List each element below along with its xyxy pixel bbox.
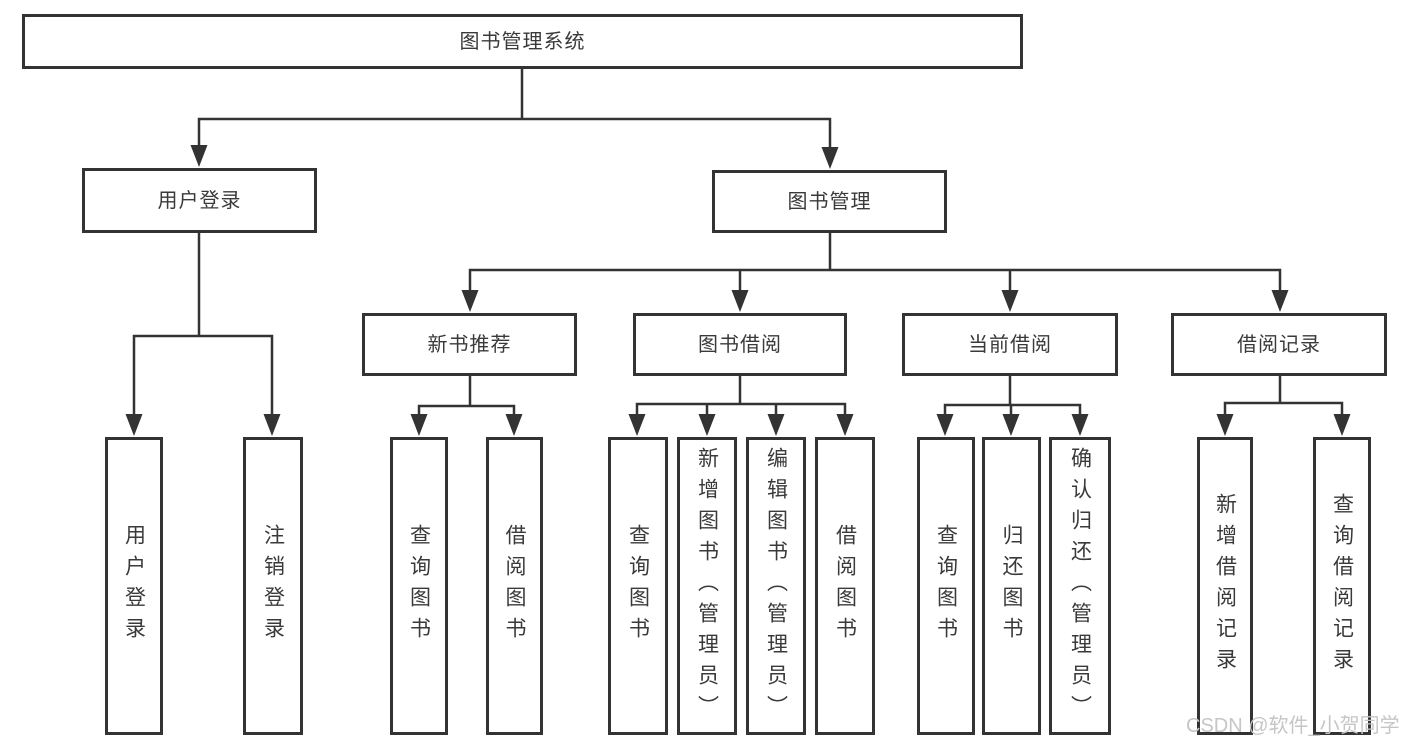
arrow-down-icon: [1001, 290, 1019, 312]
connector-records-to-leaves: [1216, 374, 1351, 436]
leaf-borrow-query-books-label: 查询图书: [626, 524, 650, 648]
leaf-borrow-edit-books-admin: 编辑图书（管理员）: [746, 437, 806, 735]
connector-recommend-to-leaves: [410, 374, 523, 436]
leaf-records-query-record-label: 查询借阅记录: [1330, 493, 1354, 679]
node-user-login-label: 用户登录: [157, 189, 242, 212]
leaf-current-return-books-label: 归还图书: [1000, 524, 1023, 648]
leaf-current-confirm-return-admin: 确认归还（管理员）: [1049, 437, 1111, 735]
leaf-recommend-query-books-label: 查询图书: [407, 524, 431, 648]
node-borrow-records-label: 借阅记录: [1237, 333, 1321, 356]
leaf-current-query-books: 查询图书: [917, 437, 975, 735]
node-user-login: 用户登录: [82, 168, 317, 233]
arrow-down-icon: [936, 414, 954, 436]
arrow-down-icon: [190, 145, 208, 167]
arrow-down-icon: [410, 414, 428, 436]
arrow-down-icon: [628, 414, 646, 436]
node-book-borrow: 图书借阅: [633, 313, 847, 376]
arrow-down-icon: [821, 147, 839, 169]
node-root: 图书管理系统: [22, 14, 1023, 69]
leaf-borrow-borrow-books-label: 借阅图书: [833, 524, 857, 648]
connector-borrow-to-leaves: [628, 374, 854, 436]
leaf-borrow-add-books-admin-label: 新增图书（管理员）: [695, 446, 719, 726]
connector-root-to-level2: [190, 67, 839, 169]
arrow-down-icon: [698, 414, 716, 436]
leaf-records-add-record: 新增借阅记录: [1197, 437, 1253, 735]
leaf-logout: 注销登录: [243, 437, 303, 735]
node-book-borrow-label: 图书借阅: [698, 333, 782, 356]
leaf-records-add-record-label: 新增借阅记录: [1213, 493, 1237, 679]
node-borrow-records: 借阅记录: [1171, 313, 1387, 376]
node-root-label: 图书管理系统: [459, 30, 586, 53]
arrow-down-icon: [1271, 290, 1289, 312]
leaf-current-query-books-label: 查询图书: [934, 524, 958, 648]
node-current-borrow: 当前借阅: [902, 313, 1118, 376]
connector-userlogin-to-leaves: [125, 231, 281, 436]
leaf-current-return-books: 归还图书: [982, 437, 1041, 735]
arrow-down-icon: [1002, 414, 1020, 436]
arrow-down-icon: [1216, 414, 1234, 436]
node-new-book-recommend: 新书推荐: [362, 313, 577, 376]
connector-current-to-leaves: [936, 374, 1089, 436]
leaf-borrow-query-books: 查询图书: [608, 437, 668, 735]
arrow-down-icon: [263, 414, 281, 436]
leaf-recommend-query-books: 查询图书: [390, 437, 448, 735]
leaf-user-login: 用户登录: [105, 437, 163, 735]
arrow-down-icon: [125, 414, 143, 436]
leaf-borrow-add-books-admin: 新增图书（管理员）: [677, 437, 737, 735]
csdn-watermark: CSDN @软件_小贺同学: [1186, 715, 1400, 737]
connector-bookmgmt-to-level3: [461, 231, 1289, 312]
arrow-down-icon: [1333, 414, 1351, 436]
arrow-down-icon: [836, 414, 854, 436]
node-book-management: 图书管理: [712, 170, 947, 233]
arrow-down-icon: [731, 290, 749, 312]
leaf-current-confirm-return-admin-label: 确认归还（管理员）: [1068, 446, 1092, 726]
leaf-records-query-record: 查询借阅记录: [1313, 437, 1371, 735]
arrow-down-icon: [505, 414, 523, 436]
leaf-recommend-borrow-books-label: 借阅图书: [503, 524, 526, 648]
node-current-borrow-label: 当前借阅: [968, 333, 1052, 356]
node-new-book-recommend-label: 新书推荐: [427, 333, 512, 356]
leaf-logout-label: 注销登录: [261, 524, 285, 648]
arrow-down-icon: [767, 414, 785, 436]
leaf-borrow-borrow-books: 借阅图书: [815, 437, 875, 735]
arrow-down-icon: [461, 290, 479, 312]
leaf-borrow-edit-books-admin-label: 编辑图书（管理员）: [764, 446, 788, 726]
leaf-recommend-borrow-books: 借阅图书: [486, 437, 543, 735]
node-book-management-label: 图书管理: [787, 190, 872, 213]
leaf-user-login-label: 用户登录: [122, 524, 146, 648]
arrow-down-icon: [1071, 414, 1089, 436]
